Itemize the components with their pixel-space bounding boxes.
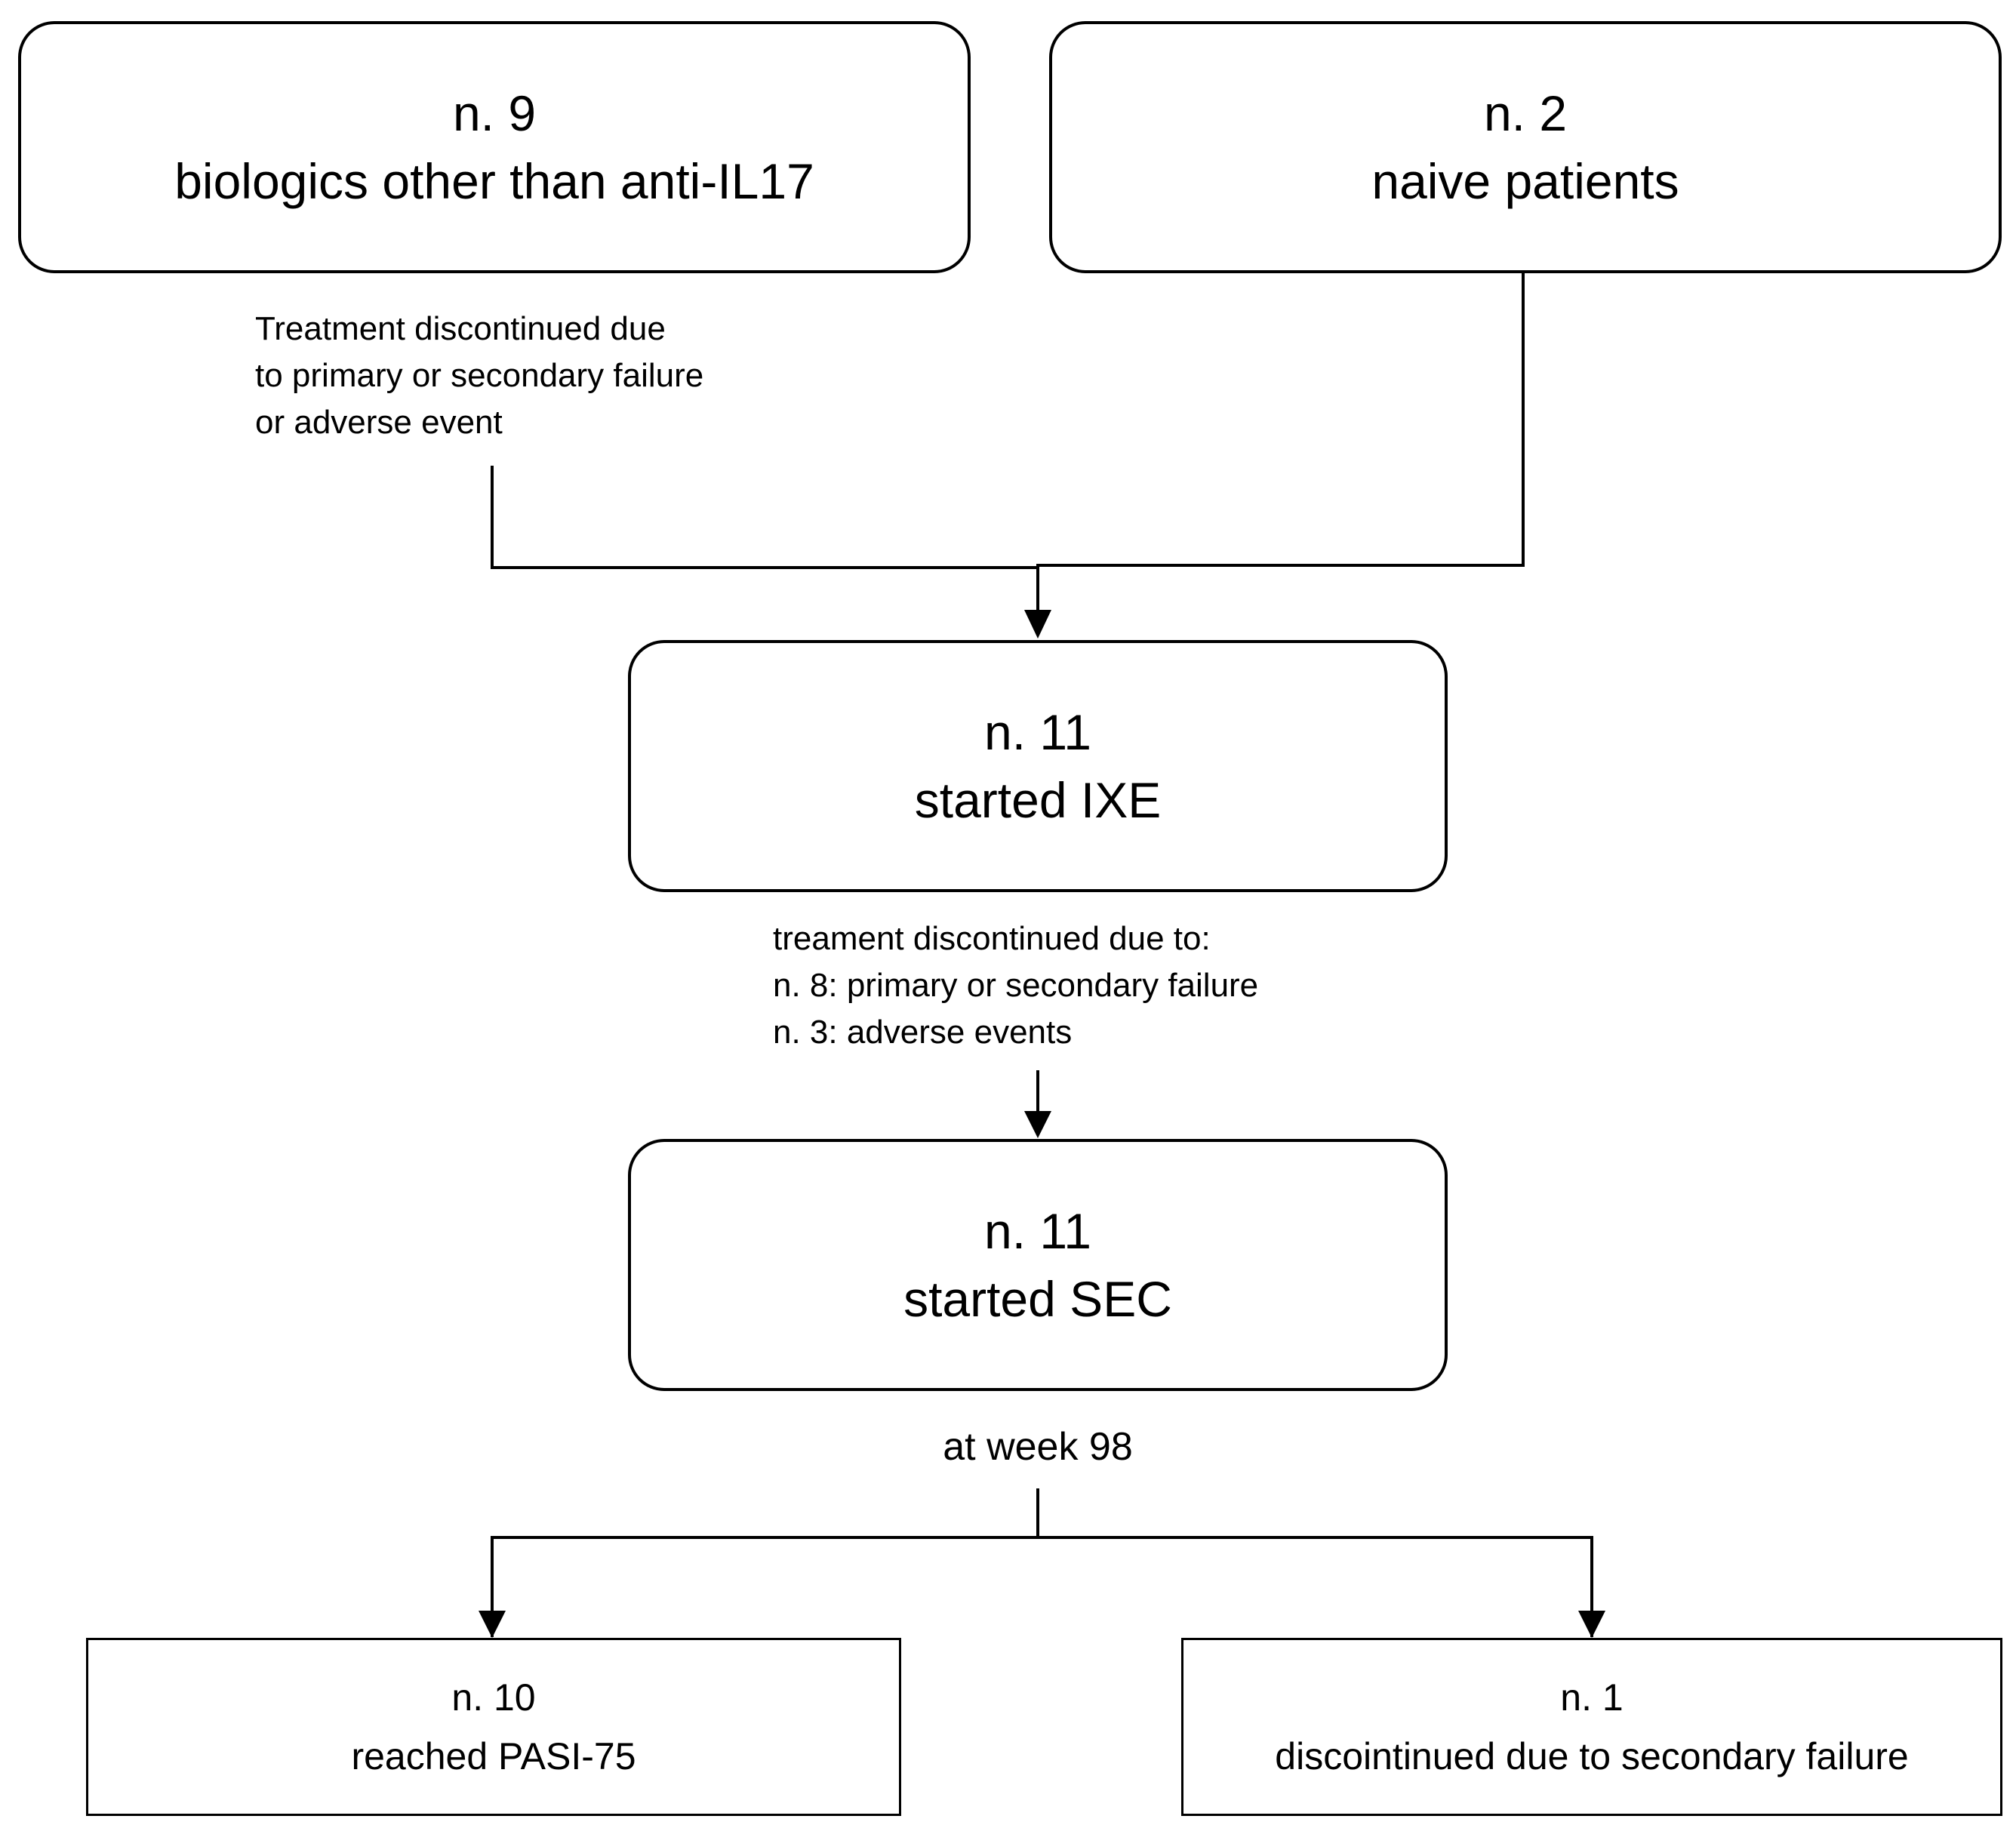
- box-ixe-count: n. 11: [984, 704, 1091, 760]
- note-biologics-discontinued: Treatment discontinued due to primary or…: [255, 306, 703, 446]
- note-line: treament discontinued due to:: [773, 920, 1211, 957]
- box-biologics: n. 9 biologics other than anti-IL17: [18, 21, 971, 273]
- connector-naive-to-ixe: [1036, 272, 1525, 619]
- note-line: or adverse event: [255, 404, 503, 441]
- box-sec-label: started SEC: [903, 1271, 1172, 1327]
- note-line: n. 8: primary or secondary failure: [773, 967, 1259, 1004]
- box-reached-pasi: n. 10 reached PASI-75: [86, 1638, 901, 1816]
- box-pasi-count: n. 10: [451, 1676, 536, 1719]
- note-line: Treatment discontinued due: [255, 310, 666, 347]
- note-line: to primary or secondary failure: [255, 357, 704, 394]
- box-started-ixe: n. 11 started IXE: [628, 640, 1448, 892]
- box-started-sec: n. 11 started SEC: [628, 1139, 1448, 1391]
- box-failure-label: discointinued due to secondary failure: [1275, 1735, 1909, 1777]
- box-naive-label: naive patients: [1371, 153, 1679, 209]
- note-line: n. 3: adverse events: [773, 1014, 1073, 1051]
- arrowhead-to-sec: [1024, 1111, 1051, 1138]
- box-biologics-label: biologics other than anti-IL17: [174, 153, 814, 209]
- box-discontinued-failure: n. 1 discointinued due to secondary fail…: [1181, 1638, 2002, 1816]
- connector-biologics-to-ixe: [491, 466, 1038, 569]
- box-failure-count: n. 1: [1560, 1676, 1624, 1719]
- note-week: at week 98: [943, 1425, 1133, 1469]
- arrowhead-to-pasi: [479, 1611, 506, 1638]
- box-pasi-label: reached PASI-75: [351, 1735, 636, 1777]
- arrowhead-to-failure: [1578, 1611, 1605, 1638]
- box-sec-count: n. 11: [984, 1203, 1091, 1259]
- box-naive: n. 2 naive patients: [1049, 21, 2002, 273]
- arrowhead-to-ixe: [1024, 610, 1051, 639]
- box-naive-count: n. 2: [1483, 85, 1568, 141]
- note-ixe-discontinued: treament discontinued due to: n. 8: prim…: [773, 916, 1258, 1056]
- connector-split-horizontal: [491, 1536, 1593, 1637]
- box-ixe-label: started IXE: [914, 772, 1162, 828]
- box-biologics-count: n. 9: [452, 85, 537, 141]
